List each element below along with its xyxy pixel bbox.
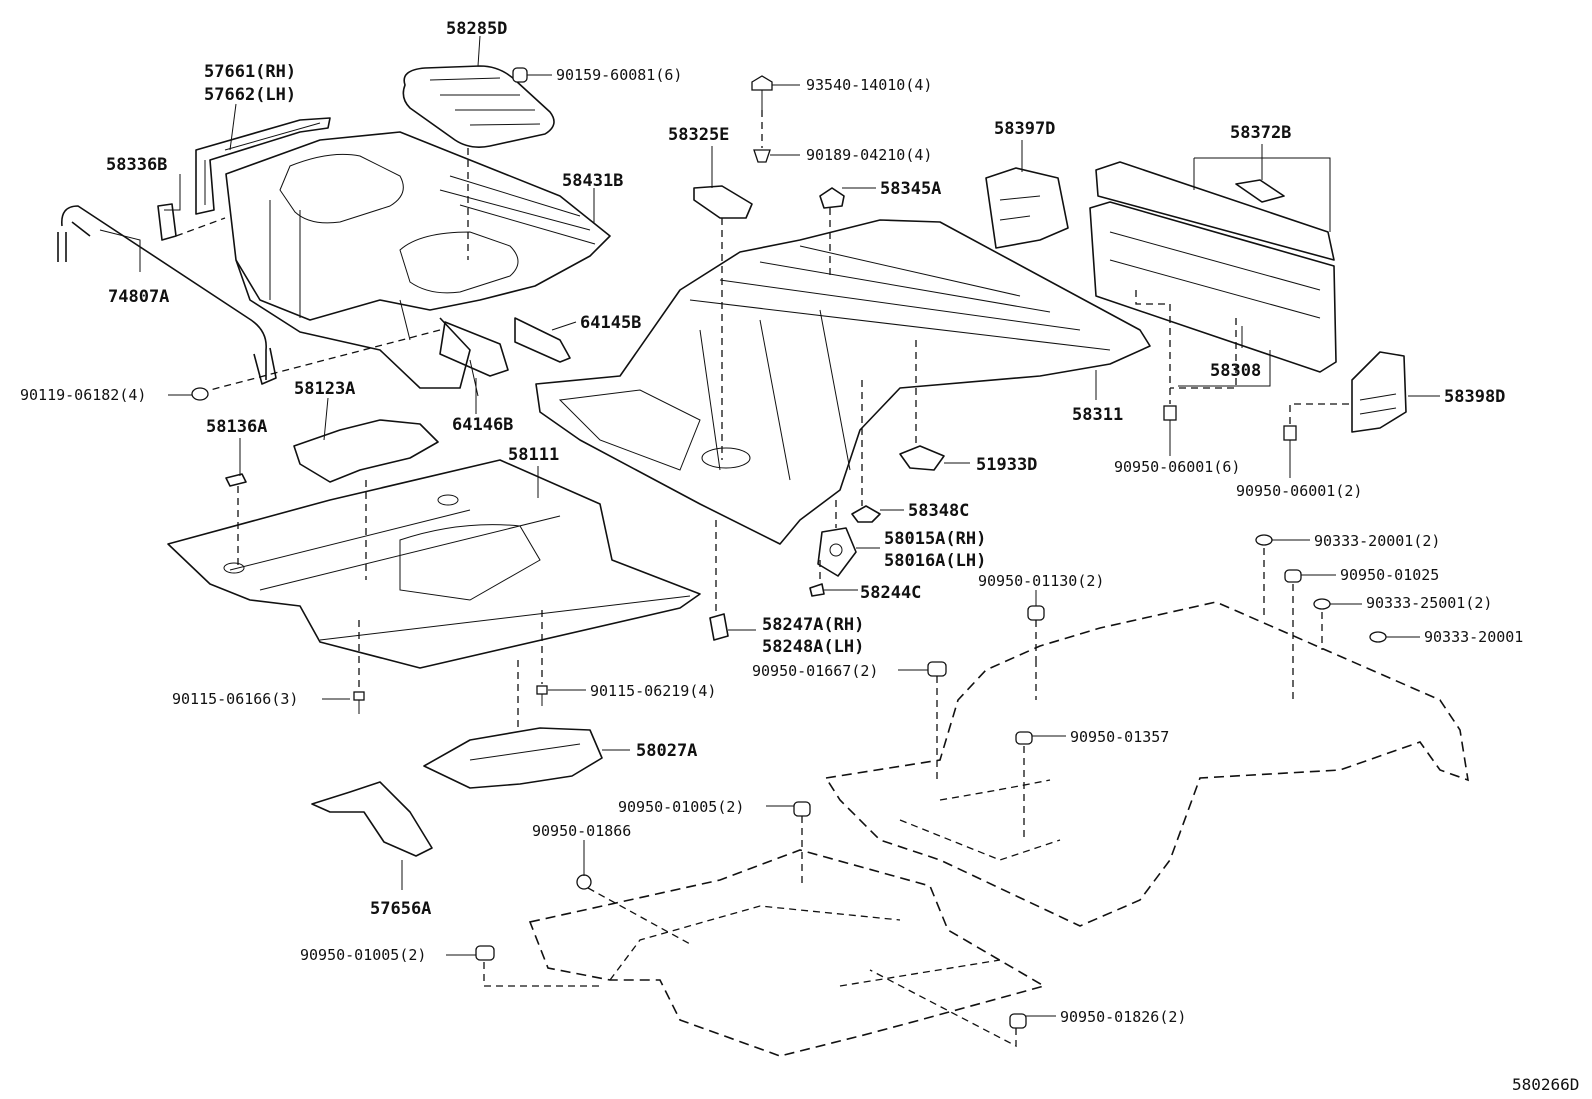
- part-58111-front-pan: [167, 459, 701, 669]
- part-58027a-bracket: [423, 727, 603, 789]
- part-64145b-reinforcement: [514, 317, 571, 363]
- diagram-reference-code: 580266D: [1512, 1075, 1579, 1094]
- part-58431b-rear-pan: [225, 131, 611, 389]
- leader-lines: [99, 35, 1440, 1017]
- part-58123a-bracket: [293, 419, 439, 483]
- label-90950-01357: 90950-01357: [1070, 728, 1169, 746]
- part-51933d-bracket: [899, 445, 945, 471]
- label-58348c: 58348C: [908, 501, 969, 521]
- label-58336b: 58336B: [106, 155, 167, 175]
- label-90950-06001-6: 90950-06001(6): [1114, 458, 1240, 476]
- label-58431b: 58431B: [562, 171, 623, 191]
- part-64146b-reinforcement: [439, 321, 509, 397]
- label-57656a: 57656A: [370, 899, 431, 919]
- part-74807a-rod: [57, 205, 277, 385]
- part-58348c-plug: [851, 505, 881, 523]
- label-58015a-rh: 58015A(RH): [884, 529, 986, 549]
- label-58248a-lh: 58248A(LH): [762, 637, 864, 657]
- label-90159-60081: 90159-60081(6): [556, 66, 682, 84]
- label-58372b: 58372B: [1230, 123, 1291, 143]
- label-58325e: 58325E: [668, 125, 729, 145]
- label-90950-01130: 90950-01130(2): [978, 572, 1104, 590]
- part-front-floor-mat: [528, 849, 1047, 1057]
- label-90950-01866: 90950-01866: [532, 822, 631, 840]
- label-74807a: 74807A: [108, 287, 169, 307]
- part-rear-floor-mat: [824, 601, 1470, 927]
- part-58015a-plate: [817, 527, 857, 577]
- part-57656a-bracket: [311, 781, 433, 857]
- label-90950-01025: 90950-01025: [1340, 566, 1439, 584]
- part-57661-extension: [195, 117, 331, 215]
- label-90119-06182: 90119-06182(4): [20, 386, 146, 404]
- label-93540-14010: 93540-14010(4): [806, 76, 932, 94]
- label-90950-01667: 90950-01667(2): [752, 662, 878, 680]
- label-58311: 58311: [1072, 405, 1123, 425]
- label-90333-20001-2: 90333-20001(2): [1314, 532, 1440, 550]
- label-58398d: 58398D: [1444, 387, 1505, 407]
- label-58123a: 58123A: [294, 379, 355, 399]
- label-64145b: 64145B: [580, 313, 641, 333]
- label-90950-01005-upper: 90950-01005(2): [618, 798, 744, 816]
- part-58285d-cover: [402, 65, 555, 148]
- part-58372b-rear-panel: [1089, 161, 1337, 373]
- label-58111: 58111: [508, 445, 559, 465]
- part-58136a-clip: [225, 473, 247, 487]
- part-58336b-bracket: [157, 203, 226, 241]
- label-58397d: 58397D: [994, 119, 1055, 139]
- fasteners: [191, 67, 1387, 1029]
- alignment-lines: [209, 110, 1350, 1048]
- label-58345a: 58345A: [880, 179, 941, 199]
- label-90115-06219: 90115-06219(4): [590, 682, 716, 700]
- part-58244c-clip: [809, 583, 825, 597]
- label-58027a: 58027A: [636, 741, 697, 761]
- label-58308: 58308: [1210, 361, 1261, 381]
- label-90115-06166: 90115-06166(3): [172, 690, 298, 708]
- label-51933d: 51933D: [976, 455, 1037, 475]
- part-58397d-panel: [985, 167, 1069, 249]
- label-90333-20001: 90333-20001: [1424, 628, 1523, 646]
- label-58244c: 58244C: [860, 583, 921, 603]
- label-90333-25001: 90333-25001(2): [1366, 594, 1492, 612]
- label-90950-01826: 90950-01826(2): [1060, 1008, 1186, 1026]
- label-58285d: 58285D: [446, 19, 507, 39]
- label-64146b: 64146B: [452, 415, 513, 435]
- label-57662-lh: 57662(LH): [204, 85, 296, 105]
- part-58398d-panel: [1351, 351, 1407, 433]
- part-58345a-bracket: [819, 187, 845, 209]
- part-58247a-block: [709, 613, 729, 641]
- label-58016a-lh: 58016A(LH): [884, 551, 986, 571]
- label-58136a: 58136A: [206, 417, 267, 437]
- label-90950-06001-2: 90950-06001(2): [1236, 482, 1362, 500]
- label-90950-01005-lower: 90950-01005(2): [300, 946, 426, 964]
- label-58247a-rh: 58247A(RH): [762, 615, 864, 635]
- label-57661-rh: 57661(RH): [204, 62, 296, 82]
- part-58325e-bracket: [693, 185, 753, 219]
- label-90189-04210: 90189-04210(4): [806, 146, 932, 164]
- part-58311-rear-floor: [535, 219, 1151, 545]
- callout-labels: 58285D 57661(RH) 57662(LH) 90159-60081(6…: [20, 19, 1579, 1094]
